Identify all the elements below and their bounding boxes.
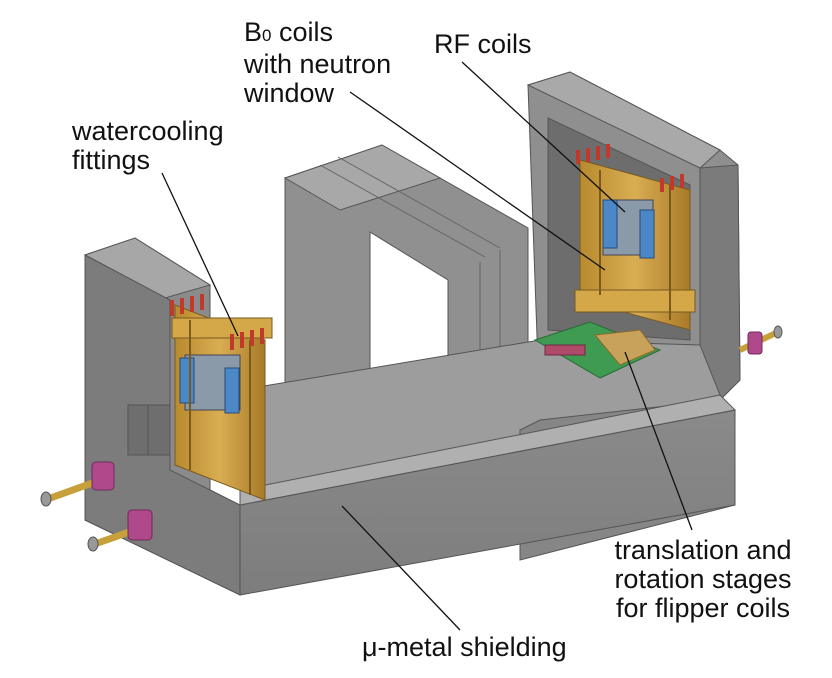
left-lower-fitting [87,509,153,552]
label-watercooling-line1: watercooling [72,116,224,146]
right-watercooling-fittings [576,144,684,192]
label-b0-prefix: B [244,17,263,47]
label-shielding: μ-metal shielding [362,632,567,662]
leader-shielding [341,505,461,631]
left-rf-coil [170,294,273,501]
leader-rf-coils [461,61,626,213]
label-b0-subscript: 0 [262,26,272,45]
left-watercooling-fittings [170,294,264,350]
label-b0-line2: with neutron [244,49,392,79]
label-stages-line1: translation and [614,535,792,565]
leader-watercooling [161,172,239,337]
right-rf-coil [574,144,696,331]
label-stages: translation and rotation stages for flip… [600,536,806,623]
right-fitting [738,325,783,355]
label-b0-line3: window [244,78,335,108]
leader-b0-coils [349,91,606,271]
label-rf-coils: RF coils [434,29,532,59]
label-b0-coils: B0 coils with neutron window [244,18,391,108]
base-shield-trough [83,237,737,596]
label-watercooling: watercooling fittings [72,117,224,175]
label-stages-line3: for flipper coils [615,593,791,623]
label-stages-line2: rotation stages [614,564,792,594]
label-watercooling-line2: fittings [72,145,151,175]
left-upper-fitting [40,461,115,507]
leader-lines [161,61,693,631]
label-b0-rest: coils [271,17,333,47]
leader-stages [624,351,693,531]
translation-rotation-stage [533,321,662,379]
